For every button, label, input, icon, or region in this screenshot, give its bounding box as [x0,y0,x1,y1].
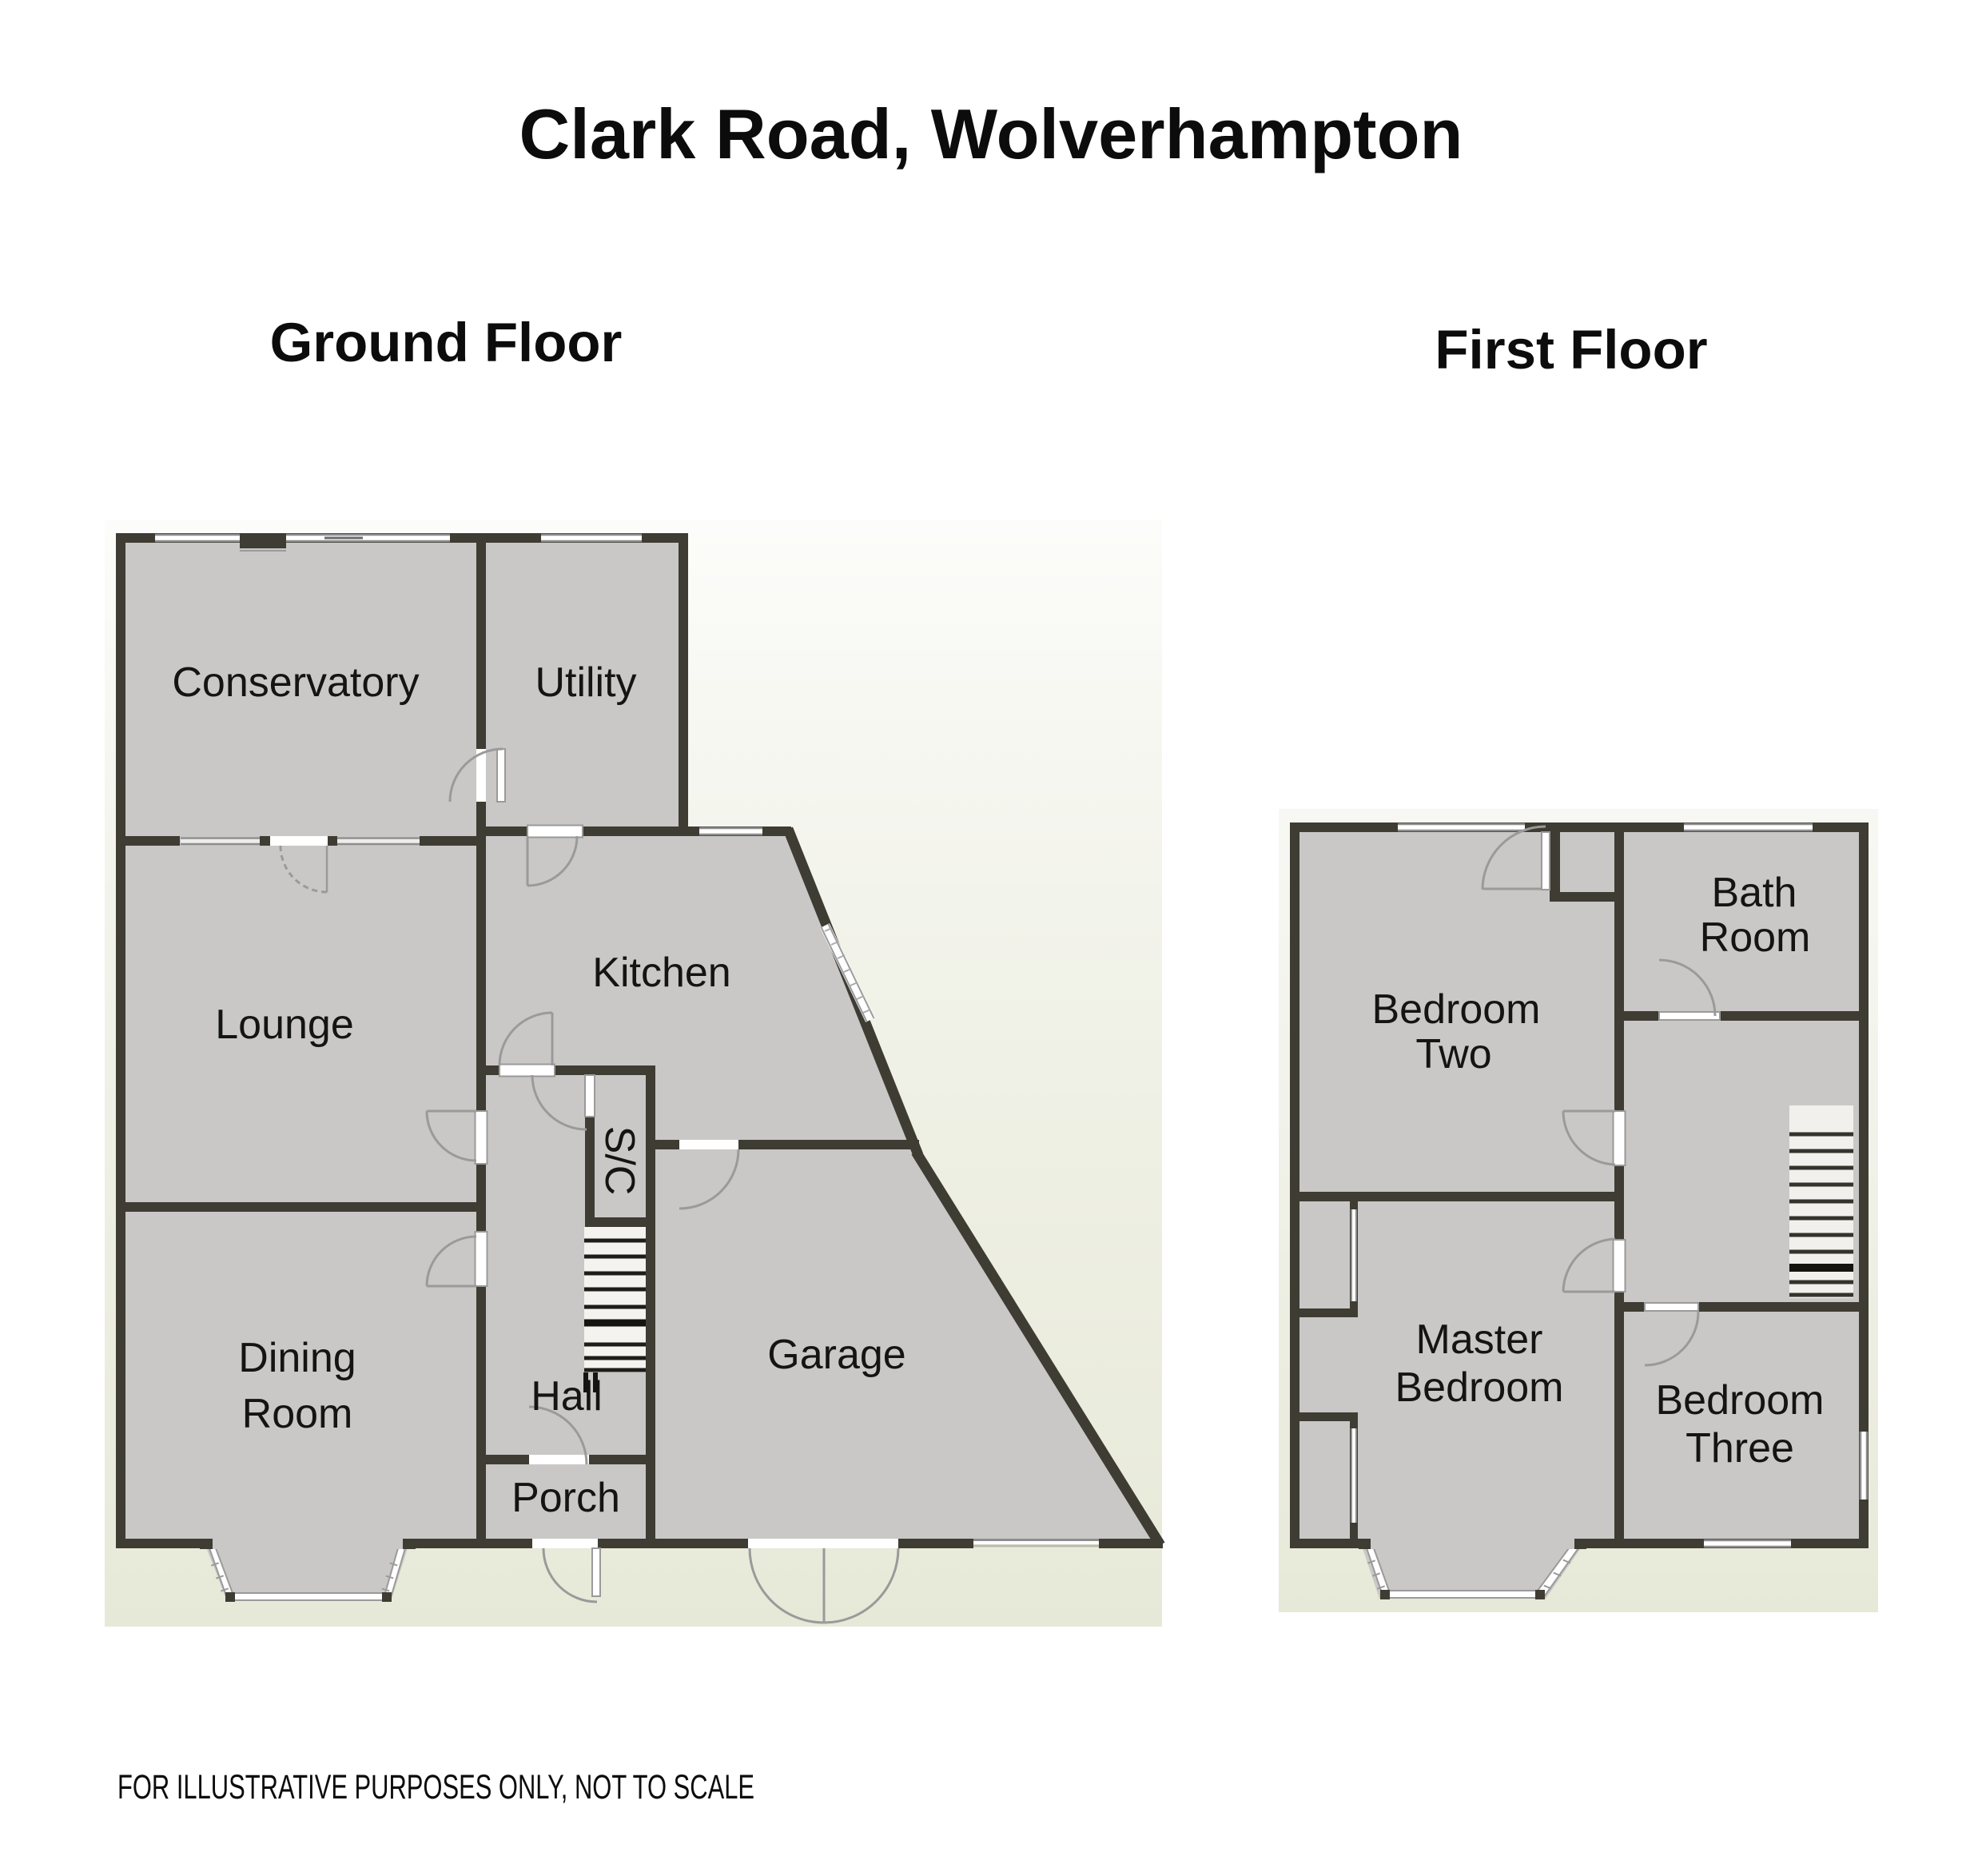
svg-text:Room: Room [1700,914,1811,961]
svg-text:Bedroom: Bedroom [1656,1377,1825,1424]
svg-text:First Floor: First Floor [1435,319,1707,380]
svg-text:FOR ILLUSTRATIVE PURPOSES ONLY: FOR ILLUSTRATIVE PURPOSES ONLY, NOT TO S… [117,1768,754,1806]
svg-text:Dining: Dining [238,1335,356,1381]
svg-text:Kitchen: Kitchen [592,950,730,996]
svg-text:Porch: Porch [511,1475,620,1521]
svg-text:Bedroom: Bedroom [1372,986,1541,1033]
svg-text:Ground Floor: Ground Floor [270,312,623,373]
svg-text:Hall: Hall [531,1373,603,1420]
svg-text:Bedroom: Bedroom [1395,1364,1564,1411]
svg-text:Bath: Bath [1712,870,1797,916]
svg-text:Room: Room [242,1391,353,1437]
svg-text:Three: Three [1685,1425,1794,1472]
svg-text:Conservatory: Conservatory [172,659,419,706]
svg-text:Master: Master [1416,1316,1543,1363]
svg-text:Clark Road, Wolverhampton: Clark Road, Wolverhampton [519,94,1463,173]
svg-text:Utility: Utility [535,659,636,706]
svg-text:Lounge: Lounge [215,1002,354,1048]
svg-text:Garage: Garage [767,1332,905,1378]
svg-text:S/C: S/C [596,1126,643,1196]
svg-text:Two: Two [1415,1031,1491,1077]
